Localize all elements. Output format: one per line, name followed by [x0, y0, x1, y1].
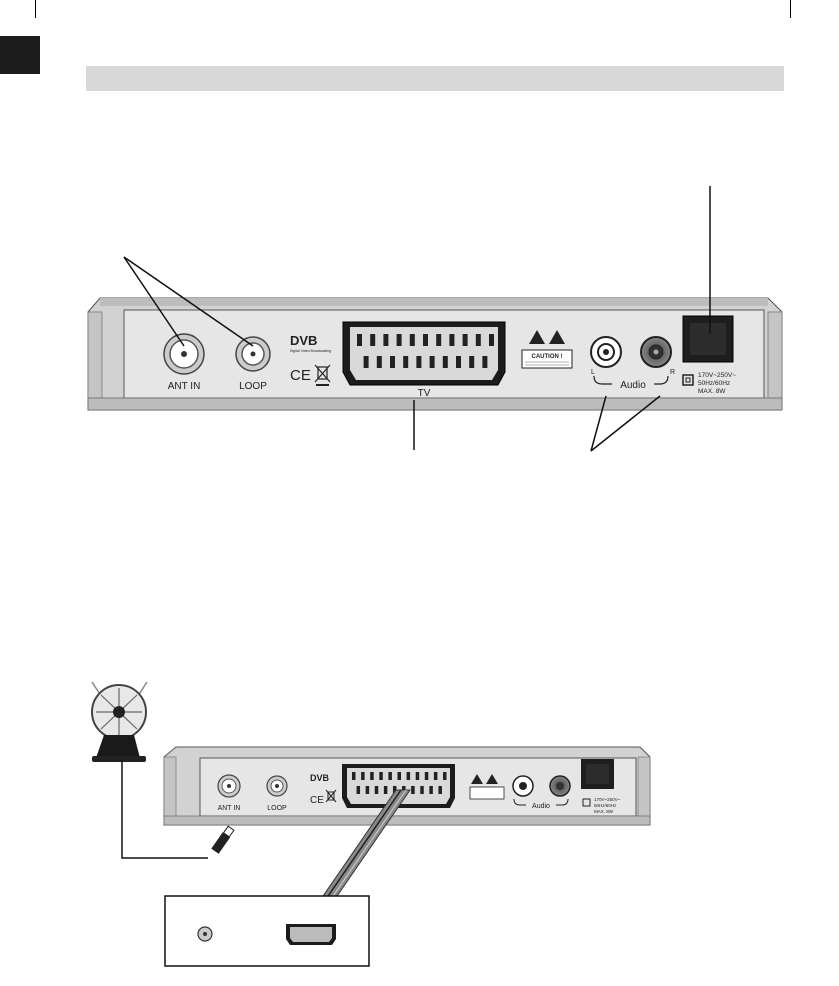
scart-pin [429, 356, 435, 368]
scart-pin [482, 356, 488, 368]
scart-pin [429, 786, 433, 794]
weee-bin-icon [314, 364, 331, 386]
scart-pin [379, 772, 383, 780]
dvb-logo-small: DVB [310, 773, 330, 783]
scart-pin [449, 334, 455, 346]
tv-label: TV [418, 388, 431, 399]
double-insulation-icon-small [582, 798, 591, 807]
caution-box [521, 349, 573, 369]
crop-mark-top-right [790, 0, 791, 18]
scart-pin [383, 786, 388, 794]
power-socket [682, 315, 734, 363]
double-insulation-icon [682, 374, 694, 386]
audio-right-label: R [670, 369, 675, 376]
audio-bracket [593, 375, 669, 385]
scart-pin [383, 334, 389, 346]
scart-pin [390, 356, 395, 368]
scart-pin [388, 772, 392, 780]
scart-pin [406, 772, 411, 780]
loop-connector-small [266, 775, 288, 797]
scart-pin [424, 772, 429, 780]
scart-pin [416, 356, 422, 368]
scart-pin [396, 334, 402, 346]
scart-pin [415, 772, 420, 780]
scart-tv-connector [342, 321, 506, 386]
power-rating-small-1: 170V~250V~ [594, 797, 621, 802]
power-rating-2: 50Hz/60Hz [698, 380, 730, 387]
power-socket-small [581, 759, 614, 789]
audio-label: Audio [620, 380, 646, 391]
ant-in-label: ANT IN [168, 381, 201, 392]
audio-right-rca [640, 336, 672, 368]
scart-pin [420, 786, 424, 794]
scart-pin [456, 356, 461, 368]
scart-pin [438, 786, 442, 794]
scart-pin [443, 772, 447, 780]
ant-in-label-small: ANT IN [218, 805, 241, 812]
weee-bin-icon-small [325, 789, 337, 803]
scart-pin [462, 334, 468, 346]
power-rating-1: 170V~250V~ [698, 372, 736, 379]
scart-pin [374, 786, 379, 794]
scart-pin [423, 334, 428, 346]
antenna-plug [211, 825, 235, 854]
power-rating-small-3: MAX. 8W [594, 809, 614, 814]
scart-pin [376, 356, 382, 368]
scart-pin [442, 356, 448, 368]
loop-label: LOOP [239, 381, 267, 392]
ce-mark-small: CE [310, 795, 324, 806]
scart-pin [392, 786, 397, 794]
ant-in-connector [163, 333, 205, 375]
dvb-subtext: Digital Video Broadcasting [290, 349, 331, 353]
warning-triangle-icon [529, 330, 565, 344]
scart-pin [475, 334, 481, 346]
scart-pin [352, 772, 356, 780]
audio-rca-small [512, 775, 571, 797]
dvb-logo: DVB [290, 333, 317, 348]
scart-pin [370, 772, 374, 780]
callout-lines [123, 186, 711, 452]
tv-set [164, 895, 370, 967]
scart-pin [363, 356, 369, 368]
audio-label-small: Audio [532, 803, 550, 810]
chapter-tab-marker [0, 36, 40, 74]
ce-mark: CE [290, 367, 311, 384]
scart-pin [436, 334, 442, 346]
scart-pin [365, 786, 370, 794]
loop-connector [235, 336, 271, 372]
antenna-cable [121, 760, 208, 859]
scart-pin [411, 786, 415, 794]
power-rating-3: MAX. 8W [698, 388, 726, 395]
audio-left-label: L [591, 369, 595, 376]
antenna-icon [91, 681, 148, 762]
scart-pin [356, 786, 361, 794]
section-heading-bar [86, 66, 784, 91]
warning-triangle-icon-small [471, 774, 498, 784]
audio-bracket-small [513, 798, 569, 806]
scart-pin [370, 334, 376, 346]
crop-mark-top-left [35, 0, 36, 18]
scart-pin [433, 772, 438, 780]
caution-box-small [469, 786, 505, 800]
scart-pin [361, 772, 365, 780]
scart-pin [409, 334, 415, 346]
scart-pin [489, 334, 494, 346]
scart-pins [357, 334, 494, 368]
caution-title: CAUTION ! [532, 354, 563, 360]
ant-in-connector-small [217, 774, 241, 798]
scart-pin [403, 356, 409, 368]
power-rating-small-2: 50Hz/60Hz [594, 803, 617, 808]
audio-left-rca [590, 336, 622, 368]
loop-label-small: LOOP [267, 805, 287, 812]
scart-pin [397, 772, 401, 780]
scart-pin [469, 356, 475, 368]
scart-pin [357, 334, 362, 346]
